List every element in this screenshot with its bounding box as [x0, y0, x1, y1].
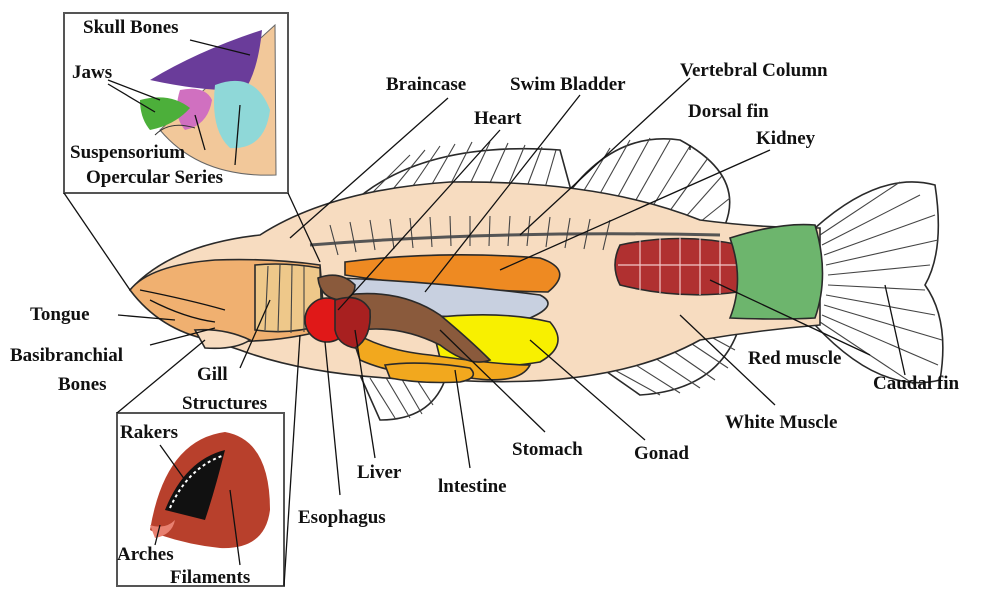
label-stomach: Stomach [512, 439, 583, 460]
label-opercular-series: Opercular Series [86, 167, 223, 188]
label-heart: Heart [474, 108, 522, 129]
label-skull-bones: Skull Bones [83, 17, 179, 38]
label-gill: Gill [197, 364, 228, 385]
label-basibranchial: Basibranchial [10, 345, 123, 366]
label-filaments: Filaments [170, 567, 250, 588]
label-kidney: Kidney [756, 128, 816, 149]
gill-inset-connector-right [284, 335, 300, 586]
label-caudal-fin: Caudal fin [873, 373, 959, 394]
label-swim-bladder: Swim Bladder [510, 74, 626, 95]
label-jaws: Jaws [72, 62, 112, 83]
label-vertebral-column: Vertebral Column [680, 60, 828, 81]
label-intestine: lntestine [438, 476, 507, 497]
label-braincase: Braincase [386, 74, 466, 95]
label-liver: Liver [357, 462, 402, 483]
label-white-muscle: White Muscle [725, 412, 837, 433]
label-bones: Bones [58, 374, 107, 395]
label-suspensorium: Suspensorium [70, 142, 185, 163]
label-arches: Arches [117, 544, 174, 565]
label-dorsal-fin: Dorsal fin [688, 101, 769, 122]
label-esophagus: Esophagus [298, 507, 386, 528]
caudal-peduncle [730, 225, 823, 319]
label-red-muscle: Red muscle [748, 348, 841, 369]
skull-inset-connector-left [64, 193, 130, 290]
skull-inset [64, 13, 288, 193]
label-gonad: Gonad [634, 443, 689, 464]
label-structures: Structures [182, 393, 267, 414]
intestine-lower [385, 363, 473, 382]
label-tongue: Tongue [30, 304, 90, 325]
label-rakers: Rakers [120, 422, 178, 443]
